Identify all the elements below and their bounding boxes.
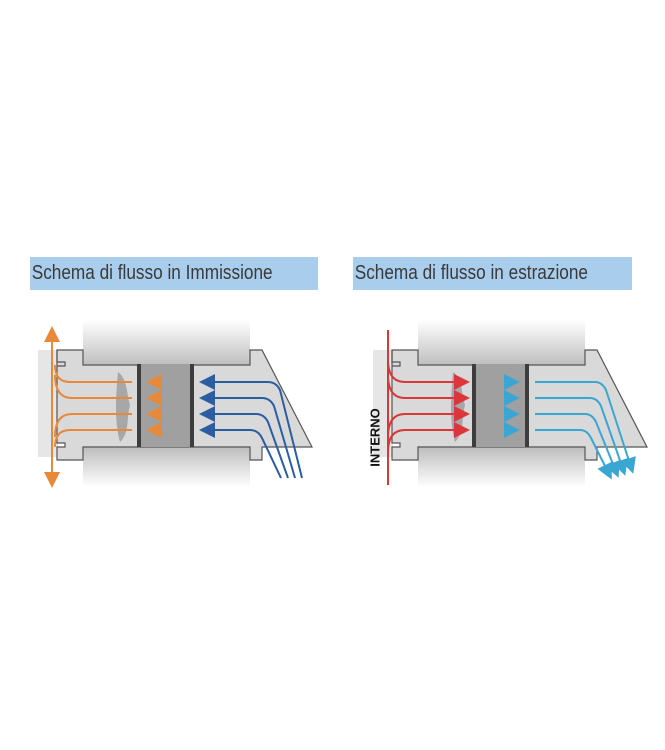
inflow-arrows-blue — [203, 382, 303, 479]
panel-title: Schema di flusso in Immissione — [31, 262, 273, 284]
interno-label: INTERNO — [367, 408, 383, 467]
duct-left — [37, 319, 313, 488]
immissione-diagram — [37, 319, 313, 488]
inflow-arrows-red — [387, 330, 470, 485]
panel-title: Schema di flusso in estrazione — [354, 262, 588, 284]
panel-header-immissione: Schema di flusso in Immissione — [30, 257, 318, 290]
estrazione-diagram — [372, 319, 648, 488]
outflow-arrows-cyan — [535, 381, 636, 480]
duct-right — [372, 319, 648, 488]
filter-arrows — [146, 374, 185, 438]
filter-arrows — [480, 374, 520, 438]
panel-header-estrazione: Schema di flusso in estrazione — [353, 257, 632, 290]
outflow-arrows-orange — [44, 326, 132, 488]
